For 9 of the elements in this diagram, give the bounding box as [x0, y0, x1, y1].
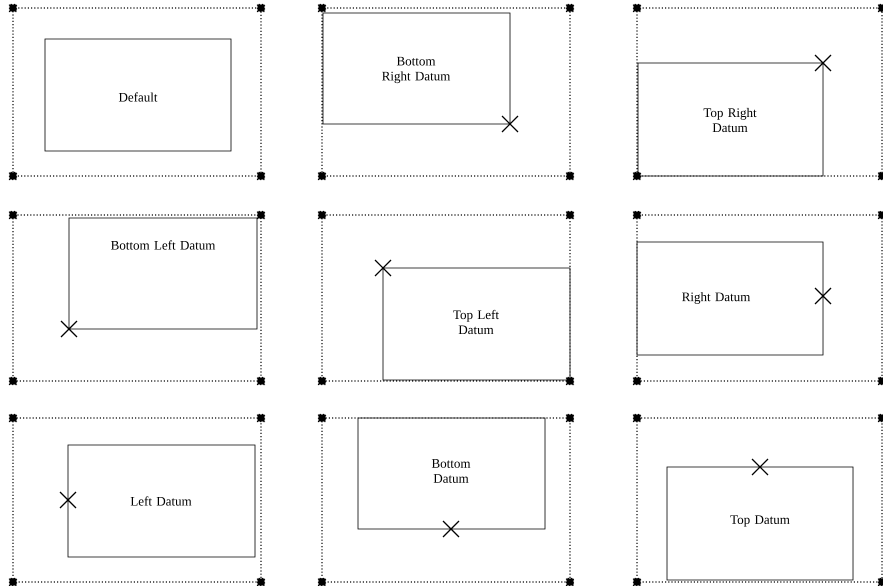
- datum-box: Left Datum: [68, 444, 256, 558]
- datum-box: Default: [44, 38, 232, 152]
- datum-box: Bottom Left Datum: [68, 218, 258, 330]
- datum-box: Bottom Datum: [358, 418, 546, 530]
- datum-box: Top Right Datum: [638, 62, 824, 176]
- datum-box: Top Left Datum: [382, 268, 570, 380]
- datum-box: Top Datum: [666, 466, 854, 580]
- datum-box: Bottom Right Datum: [322, 12, 510, 124]
- datum-box: Right Datum: [636, 242, 824, 356]
